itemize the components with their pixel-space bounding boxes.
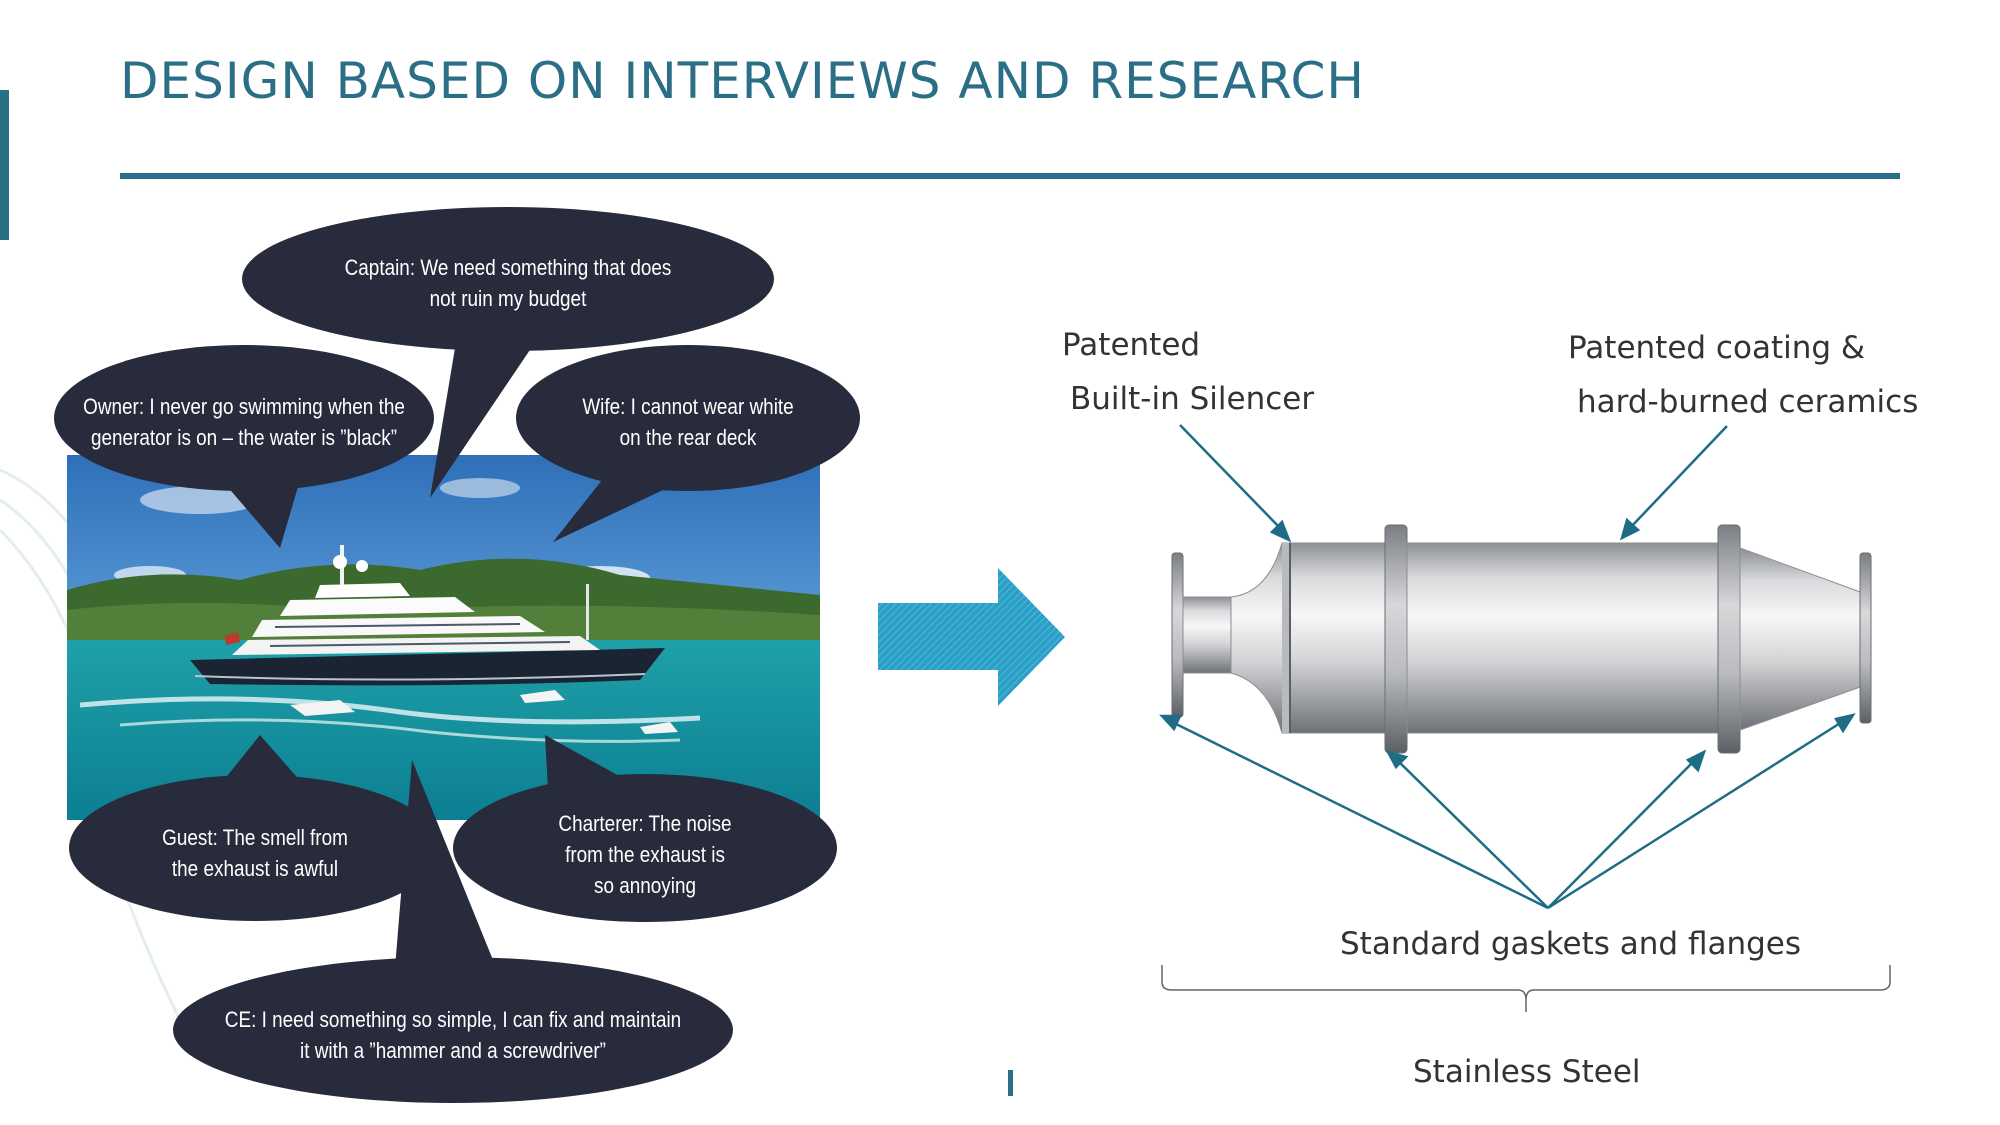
material-brace (1161, 965, 1891, 1012)
wife-quote: Wife: I cannot wear white on the rear de… (542, 391, 834, 453)
captain-quote-line-2: not ruin my budget (429, 286, 587, 311)
owner-quote: Owner: I never go swimming when the gene… (55, 391, 433, 453)
charterer-quote-line-1: Charterer: The noise (558, 811, 732, 836)
ce-quote: CE: I need something so simple, I can fi… (186, 1004, 719, 1066)
material-label: Stainless Steel (1413, 1054, 1641, 1090)
silencer-illustration (1171, 524, 1872, 754)
captain-quote-line-1: Captain: We need something that does (344, 255, 672, 280)
ce-quote-line-2: it with a ”hammer and a screwdriver” (300, 1038, 606, 1063)
left-accent-bar (0, 90, 9, 240)
title-rule (120, 173, 1900, 179)
right-arrow-icon (878, 568, 1065, 706)
callout-arrows (1159, 424, 1856, 910)
wife-quote-line-2: on the rear deck (619, 425, 757, 450)
charterer-quote-line-2: from the exhaust is (565, 842, 725, 867)
guest-quote-line-1: Guest: The smell from (162, 825, 348, 850)
yacht-photo (67, 455, 820, 820)
guest-quote-line-2: the exhaust is awful (171, 856, 339, 881)
ce-quote-line-1: CE: I need something so simple, I can fi… (224, 1007, 682, 1032)
charterer-quote: Charterer: The noise from the exhaust is… (516, 808, 774, 901)
wife-quote-line-1: Wife: I cannot wear white (582, 394, 794, 419)
speech-bubbles (54, 207, 860, 1103)
owner-quote-line-1: Owner: I never go swimming when the (83, 394, 405, 419)
slide-title: DESIGN BASED ON INTERVIEWS AND RESEARCH (120, 52, 1366, 110)
page-marker (1008, 1070, 1013, 1096)
silencer-label-line-2: Built-in Silencer (1070, 381, 1315, 417)
owner-quote-line-2: generator is on – the water is ”black” (90, 425, 398, 450)
gaskets-label: Standard gaskets and flanges (1340, 926, 1802, 962)
coating-label-line-2: hard-burned ceramics (1577, 384, 1919, 420)
silencer-label-line-1: Patented (1062, 327, 1201, 363)
captain-quote: Captain: We need something that does not… (302, 252, 715, 314)
charterer-quote-line-3: so annoying (593, 873, 697, 898)
guest-quote: Guest: The smell from the exhaust is awf… (126, 822, 384, 884)
coating-label-line-1: Patented coating & (1568, 330, 1866, 366)
